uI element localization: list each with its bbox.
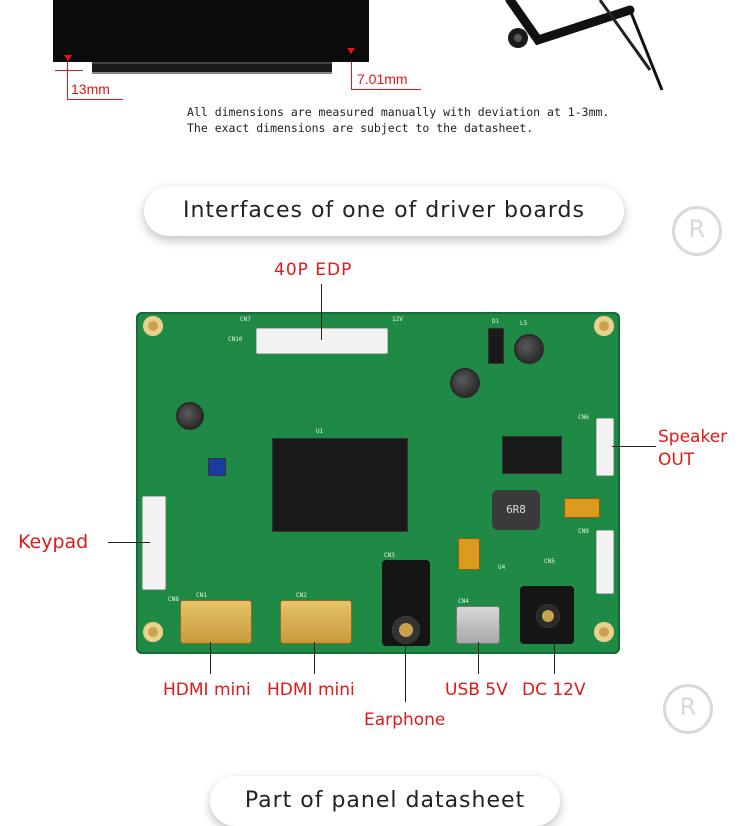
tablet-stand-photo: [505, 0, 664, 91]
dimension-underline-right: [351, 89, 421, 90]
label-speaker-out: OUT: [658, 450, 695, 470]
mounting-hole: [594, 316, 614, 336]
keypad-connector: [142, 496, 166, 590]
callout-line-earphone: [405, 646, 406, 702]
earphone-jack-ring: [392, 616, 420, 644]
power-inductor: 6R8: [492, 490, 540, 530]
silk-cn4: CN4: [458, 598, 469, 605]
side-connector: [596, 530, 614, 594]
electrolytic-capacitor: [514, 334, 544, 364]
silk-cn7: CN7: [240, 316, 251, 323]
silk-cn9: CN9: [578, 528, 589, 535]
mounting-hole: [143, 316, 163, 336]
inductor-round: [176, 402, 204, 430]
silk-u1: U1: [316, 428, 324, 435]
callout-line-keypad: [108, 542, 150, 543]
diode-d1: [488, 328, 504, 364]
inductor-round: [450, 368, 480, 398]
silk-u4: U4: [498, 564, 506, 571]
silk-cn2: CN2: [296, 592, 307, 599]
micro-usb-port: [456, 606, 500, 644]
registered-mark-icon: R: [663, 684, 713, 734]
panel-fpc-strip: [92, 62, 332, 74]
callout-line-speaker: [612, 446, 656, 447]
section-title-datasheet: Part of panel datasheet: [210, 776, 560, 826]
main-controller-chip: [272, 438, 408, 532]
dc-jack-pin: [536, 604, 560, 628]
dimension-tick-left: [55, 70, 83, 71]
silk-cn10: CN10: [228, 336, 243, 343]
callout-line-usb: [478, 642, 479, 674]
silk-cn8: CN8: [168, 596, 179, 603]
panel-edge-line: [92, 72, 332, 74]
hdmi-mini-port-2: [280, 600, 352, 644]
dimension-arrow-icon: [64, 55, 72, 61]
label-40p-edp: 40P EDP: [274, 260, 353, 280]
silk-cn3: CN3: [384, 552, 395, 559]
mounting-hole: [594, 622, 614, 642]
dimension-note-line1: All dimensions are measured manually wit…: [187, 105, 610, 119]
dimension-line-left: [67, 62, 68, 100]
label-dc-12v: DC 12V: [522, 680, 586, 700]
hdmi-mini-port-1: [180, 600, 252, 644]
dimension-line-right: [351, 62, 352, 90]
silk-d1: D1: [492, 318, 500, 325]
silk-cn5: CN5: [544, 558, 555, 565]
callout-line-edp: [321, 284, 322, 340]
tantalum-capacitor: [458, 538, 480, 570]
edp-connector: [256, 328, 388, 354]
label-usb-5v: USB 5V: [445, 680, 508, 700]
dimension-label-left: 13mm: [71, 81, 110, 97]
callout-line-dc: [554, 644, 555, 674]
label-hdmi-mini-2: HDMI mini: [267, 680, 355, 700]
silk-l5: L5: [520, 320, 528, 327]
registered-mark-icon: R: [672, 206, 722, 256]
silk-cn1: CN1: [196, 592, 207, 599]
silk-cn6: CN6: [578, 414, 589, 421]
audio-amplifier-chip: [502, 436, 562, 474]
label-earphone: Earphone: [364, 710, 446, 730]
mounting-hole: [143, 622, 163, 642]
label-speaker: Speaker: [658, 427, 728, 447]
tantalum-capacitor: [564, 498, 600, 518]
silk-12v: 12V: [392, 316, 403, 323]
display-panel-photo: [53, 0, 369, 62]
speaker-connector: [596, 418, 614, 476]
small-chip: [208, 458, 226, 476]
dimension-label-right: 7.01mm: [357, 71, 408, 87]
section-title-interfaces: Interfaces of one of driver boards: [144, 186, 624, 236]
label-hdmi-mini-1: HDMI mini: [163, 680, 251, 700]
dimension-note-line2: The exact dimensions are subject to the …: [187, 121, 534, 135]
callout-line-hdmi1: [210, 642, 211, 674]
dimension-arrow-icon: [347, 48, 355, 54]
dimension-underline-left: [67, 99, 123, 100]
label-keypad: Keypad: [18, 531, 89, 553]
callout-line-hdmi2: [314, 642, 315, 674]
